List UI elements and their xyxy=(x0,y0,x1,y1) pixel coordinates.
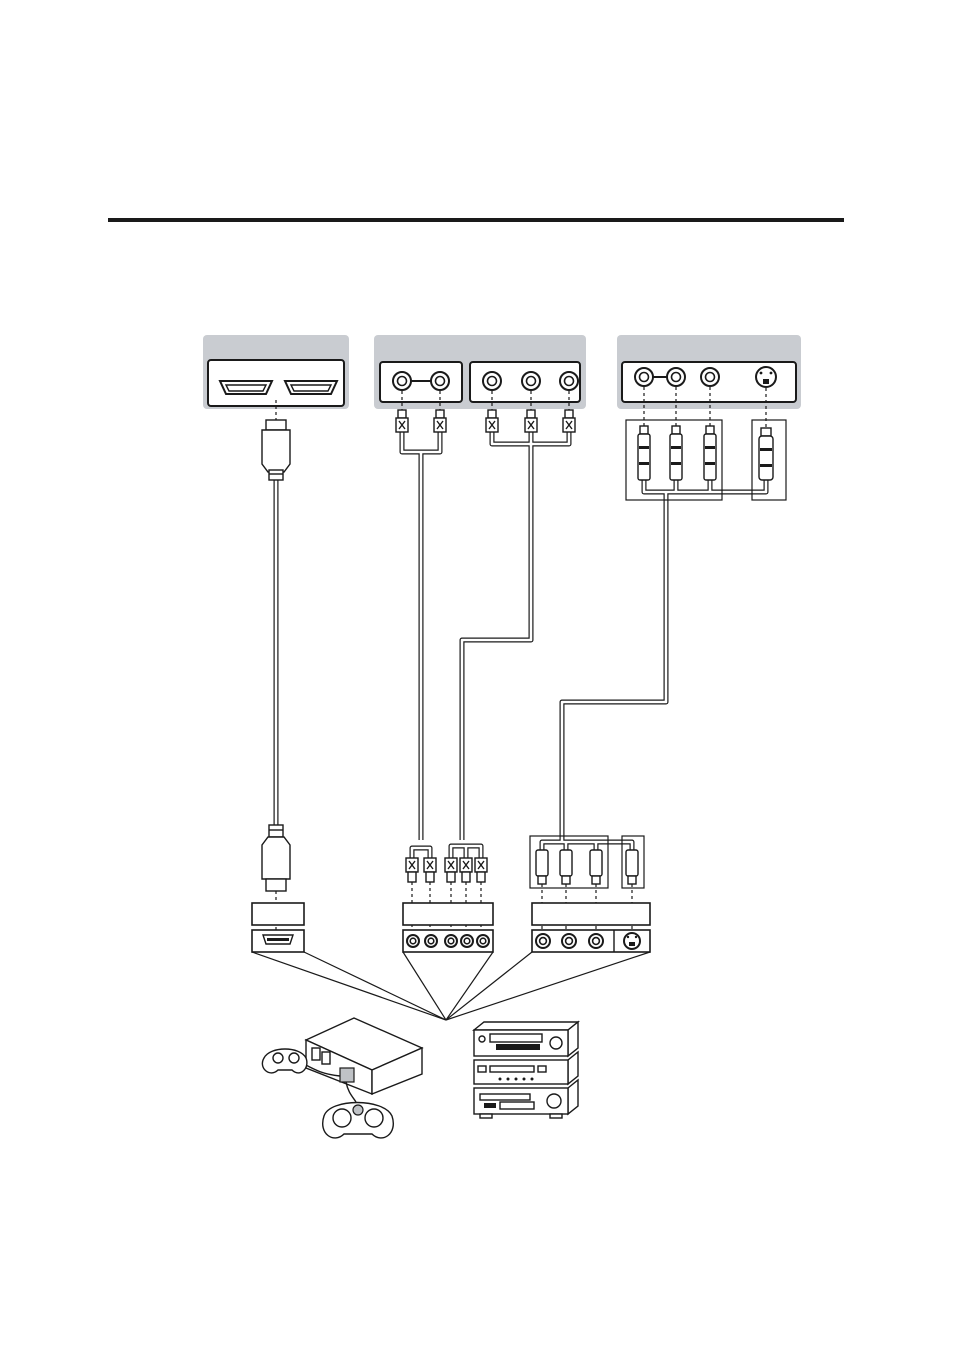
component-pb-jack xyxy=(522,372,540,390)
game-console-icon xyxy=(262,1018,422,1138)
av-audio-left-jack xyxy=(635,368,653,386)
component-pr-jack xyxy=(560,372,578,390)
component-y-jack xyxy=(483,372,501,390)
device-audio-component-out xyxy=(403,903,493,952)
audio-left-jack xyxy=(393,372,411,390)
hdmi-plug-top xyxy=(262,420,290,480)
component-cable xyxy=(451,430,569,862)
hdmi-panel xyxy=(203,335,349,409)
svideo-jack xyxy=(756,367,776,387)
hdmi-plug-bottom xyxy=(262,825,290,891)
audio-right-jack xyxy=(431,372,449,390)
top-rule xyxy=(108,218,844,222)
av-svideo-cable xyxy=(542,480,766,852)
audio-plugs-top xyxy=(396,410,446,432)
device-hdmi-out xyxy=(252,903,304,952)
av-audio-right-jack xyxy=(667,368,685,386)
audio-plugs-bottom xyxy=(406,858,436,882)
av-plugs-top xyxy=(626,420,786,500)
hdmi-port-2 xyxy=(285,381,337,394)
component-plugs-bottom xyxy=(445,858,487,882)
audio-cable xyxy=(402,430,440,860)
av-svideo-panel xyxy=(617,335,801,409)
audio-component-panel xyxy=(374,335,586,409)
component-plugs-top xyxy=(486,410,575,432)
hdmi-port-1 xyxy=(220,381,272,394)
fan-lines xyxy=(252,952,650,1020)
stereo-stack-icon xyxy=(474,1022,578,1118)
av-video-jack xyxy=(701,368,719,386)
